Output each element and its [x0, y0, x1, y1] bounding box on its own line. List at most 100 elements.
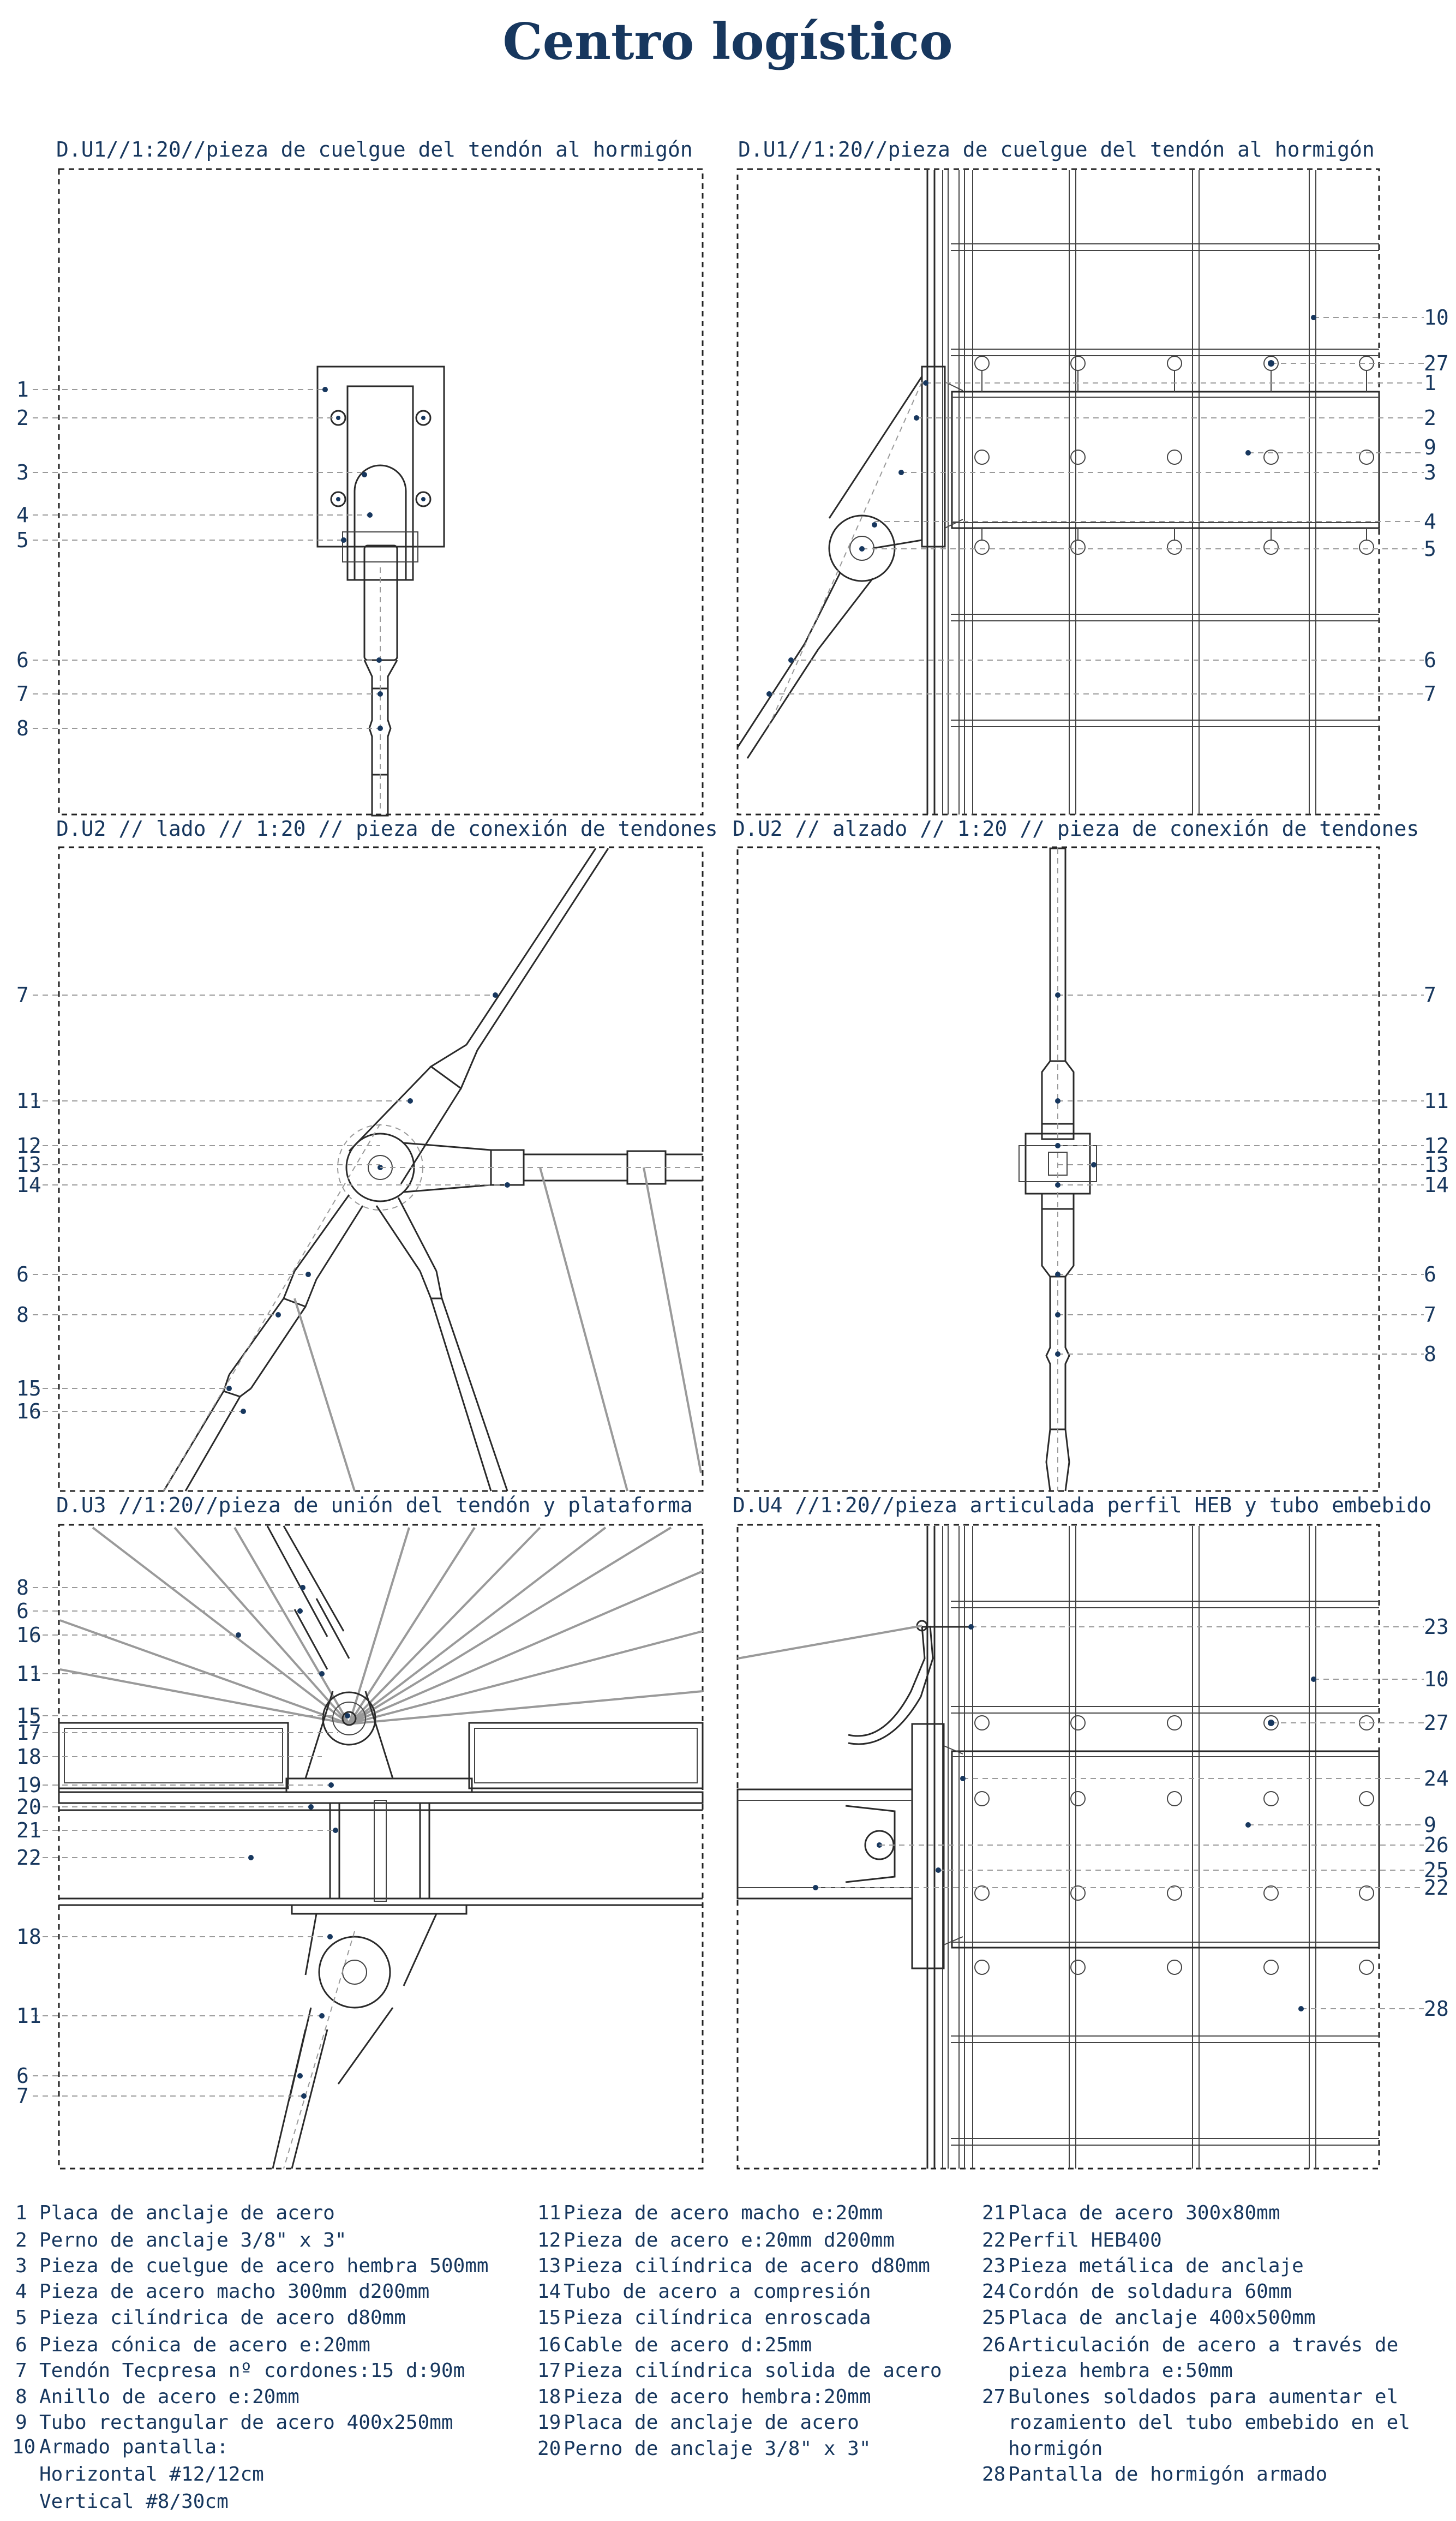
legend-text: Pieza de acero macho 300mm d200mm — [39, 2280, 429, 2303]
panel-frame-du2-elevation — [736, 846, 1380, 1492]
legend-number: 3 — [15, 2255, 27, 2277]
callout-23: 23 — [1424, 1615, 1449, 1639]
legend-number: 19 — [537, 2411, 561, 2434]
legend-text: Placa de anclaje 400x500mm — [1008, 2307, 1316, 2329]
callout-9: 9 — [1424, 435, 1436, 459]
callout-9: 9 — [1424, 1813, 1436, 1837]
leader-lines-du4 — [813, 1624, 1424, 2011]
legend-number: 6 — [15, 2334, 27, 2356]
callout-5: 5 — [16, 528, 29, 552]
callout-18: 18 — [16, 1745, 41, 1769]
legend-text: Pieza de acero e:20mm d200mm — [564, 2229, 895, 2251]
callout-25: 25 — [1424, 1858, 1449, 1882]
callout-11: 11 — [1424, 1089, 1449, 1113]
panel-title-du1-left: D.U1//1:20//pieza de cuelgue del tendón … — [56, 137, 693, 161]
callout-6: 6 — [16, 648, 29, 672]
legend-text: Cordón de soldadura 60mm — [1008, 2280, 1292, 2303]
callout-12: 12 — [1424, 1134, 1449, 1158]
sheet-title: Centro logístico — [502, 12, 952, 71]
panel-frame-du2-side — [58, 846, 704, 1492]
leader-lines-du2-elevation — [1055, 992, 1424, 1357]
leader-lines-du3 — [33, 1585, 350, 2099]
callout-8: 8 — [1424, 1342, 1436, 1366]
callout-22: 22 — [16, 1846, 41, 1870]
callout-21: 21 — [16, 1818, 41, 1842]
leader-lines-du1-right — [766, 315, 1424, 697]
legend-text: Pieza de acero macho e:20mm — [564, 2202, 883, 2224]
legend-text: Perfil HEB400 — [1008, 2229, 1162, 2251]
detail-du3-platform-junction — [58, 1525, 704, 2169]
legend-text: Pieza cilíndrica enroscada — [564, 2307, 871, 2329]
legend-column-2: 11 Pieza de acero macho e:20mm 12 Pieza … — [537, 2202, 942, 2460]
legend-number: 28 — [982, 2463, 1005, 2486]
callout-3: 3 — [16, 460, 29, 484]
callout-8: 8 — [16, 1303, 29, 1327]
panel-title-du1-right: D.U1//1:20//pieza de cuelgue del tendón … — [738, 137, 1375, 161]
legend-text: Bulones soldados para aumentar el — [1008, 2386, 1398, 2408]
callout-6: 6 — [16, 1599, 29, 1623]
legend-text: Tubo de acero a compresión — [564, 2280, 871, 2303]
callout-17: 17 — [16, 1721, 41, 1745]
callout-22: 22 — [1424, 1876, 1449, 1900]
callout-5: 5 — [1424, 537, 1436, 561]
legend-column-3: 21 Placa de acero 300x80mm 22 Perfil HEB… — [982, 2202, 1410, 2486]
panel-frame-du3 — [58, 1524, 704, 2170]
legend-text: Placa de acero 300x80mm — [1008, 2202, 1280, 2224]
legend-number: 8 — [15, 2386, 27, 2408]
legend-text: Armado pantalla: — [39, 2436, 229, 2458]
legend-text: rozamiento del tubo embebido en el — [1008, 2411, 1410, 2434]
callout-18: 18 — [16, 1925, 41, 1949]
legend-text: Perno de anclaje 3/8" x 3" — [564, 2438, 871, 2460]
legend-text: Anillo de acero e:20mm — [39, 2386, 299, 2408]
callout-26: 26 — [1424, 1833, 1449, 1857]
legend-text: Vertical #8/30cm — [39, 2490, 229, 2513]
panel-title-du2-elevation: D.U2 // alzado // 1:20 // pieza de conex… — [733, 817, 1419, 841]
callout-19: 19 — [16, 1773, 41, 1797]
legend-number: 5 — [15, 2307, 27, 2329]
legend-number: 10 — [12, 2436, 35, 2458]
legend-number: 4 — [15, 2280, 27, 2303]
legend-number: 23 — [982, 2255, 1005, 2277]
legend-number: 12 — [537, 2229, 561, 2251]
detail-du1-hanger-section — [736, 170, 1380, 815]
callout-8: 8 — [16, 716, 29, 740]
legend-text: Tubo rectangular de acero 400x250mm — [39, 2411, 453, 2434]
detail-du4-articulated-heb — [736, 1526, 1380, 2169]
callout-28: 28 — [1424, 1997, 1449, 2021]
legend-number: 21 — [982, 2202, 1005, 2224]
legend-text: hormigón — [1008, 2438, 1103, 2460]
callout-11: 11 — [16, 1662, 41, 1686]
callout-2: 2 — [1424, 406, 1436, 430]
callout-20: 20 — [16, 1795, 41, 1819]
callout-8: 8 — [16, 1576, 29, 1600]
legend-text: Pieza cilíndrica solida de acero — [564, 2360, 942, 2382]
legend-number: 2 — [15, 2229, 27, 2251]
callout-1: 1 — [16, 378, 29, 402]
legend-number: 22 — [982, 2229, 1005, 2251]
legend-text: Pantalla de hormigón armado — [1008, 2463, 1327, 2486]
legend-text: Pieza cónica de acero e:20mm — [39, 2334, 370, 2356]
callout-13: 13 — [1424, 1153, 1449, 1177]
callout-6: 6 — [1424, 648, 1436, 672]
callout-7: 7 — [1424, 682, 1436, 706]
callout-3: 3 — [1424, 460, 1436, 484]
legend-text: Articulación de acero a través de — [1008, 2334, 1398, 2356]
legend-text: Pieza de acero hembra:20mm — [564, 2386, 871, 2408]
callout-4: 4 — [16, 503, 29, 527]
callout-6: 6 — [1424, 1262, 1436, 1286]
legend-number: 9 — [15, 2411, 27, 2434]
callout-2: 2 — [16, 406, 29, 430]
legend-text: Horizontal #12/12cm — [39, 2463, 264, 2486]
callout-10: 10 — [1424, 306, 1449, 330]
legend-text: Cable de acero d:25mm — [564, 2334, 812, 2356]
legend-number: 17 — [537, 2360, 561, 2382]
legend-number: 24 — [982, 2280, 1005, 2303]
callout-7: 7 — [16, 682, 29, 706]
callout-11: 11 — [16, 2004, 41, 2028]
legend-column-1: 1 Placa de anclaje de acero 2 Perno de a… — [12, 2202, 489, 2513]
legend-number: 18 — [537, 2386, 561, 2408]
callout-13: 13 — [16, 1153, 41, 1177]
legend-number: 11 — [537, 2202, 561, 2224]
callout-15: 15 — [16, 1376, 41, 1400]
